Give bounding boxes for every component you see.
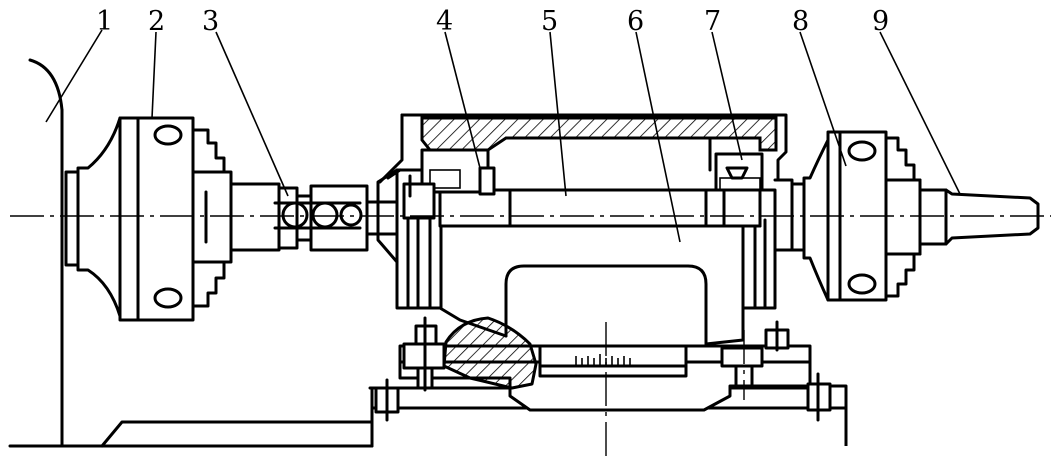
centre-lines [10,215,1051,461]
label-4: 4 [436,6,453,37]
label-6: 6 [627,6,644,37]
label-3: 3 [202,6,219,37]
part-labels: 1 2 3 4 5 6 7 8 9 [96,6,889,37]
base-slide [374,316,832,422]
label-2: 2 [148,6,165,37]
label-1: 1 [96,6,113,37]
main-frame [376,113,794,346]
label-9: 9 [872,6,889,37]
leader-lines [45,29,961,243]
left-chuck [64,116,233,322]
label-8: 8 [792,6,809,37]
label-7: 7 [704,6,721,37]
label-5: 5 [541,6,558,37]
scale-ticks [575,354,631,366]
tapered-arbor [918,188,1040,246]
left-post [28,58,64,448]
coupling-bearings [229,182,399,252]
